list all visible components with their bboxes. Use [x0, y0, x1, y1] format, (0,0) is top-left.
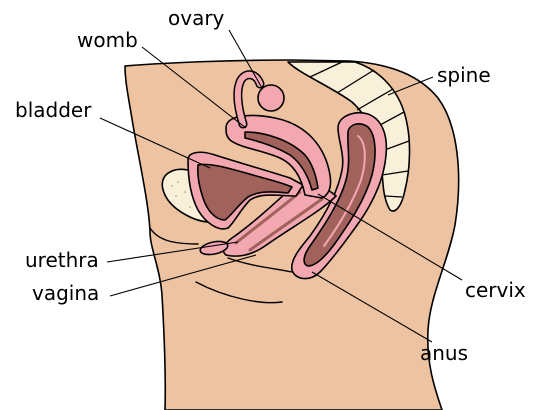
- label-cervix: cervix: [465, 278, 526, 302]
- label-ovary: ovary: [168, 6, 225, 30]
- label-womb: womb: [77, 28, 138, 52]
- body-cross-section: [125, 60, 459, 410]
- label-spine: spine: [437, 63, 491, 87]
- label-vagina: vagina: [32, 281, 99, 305]
- label-urethra: urethra: [25, 248, 99, 272]
- label-bladder: bladder: [15, 98, 92, 122]
- label-anus: anus: [420, 341, 468, 365]
